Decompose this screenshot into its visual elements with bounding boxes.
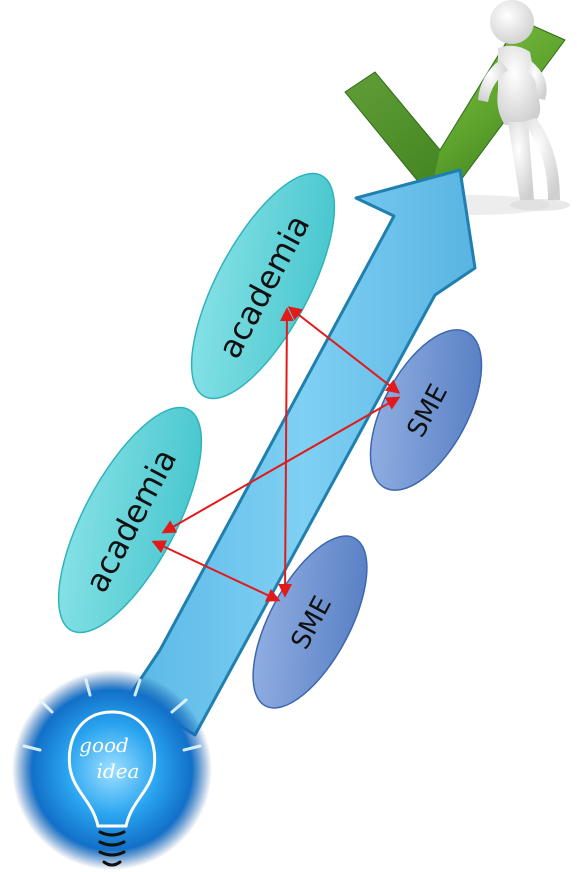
person-figure-icon: [478, 0, 570, 211]
connector-academia-left-sme-bottom: [151, 540, 281, 602]
node-sme-bottom: SME: [252, 535, 368, 709]
lightbulb-icon: good idea: [12, 670, 212, 870]
bulb-text-line2: idea: [97, 759, 140, 783]
bulb-text-line1: good: [79, 733, 129, 757]
connectors: [151, 306, 401, 602]
connector-academia-top-sme-right: [287, 306, 401, 394]
connector-sme-right-academia-left: [161, 396, 401, 534]
